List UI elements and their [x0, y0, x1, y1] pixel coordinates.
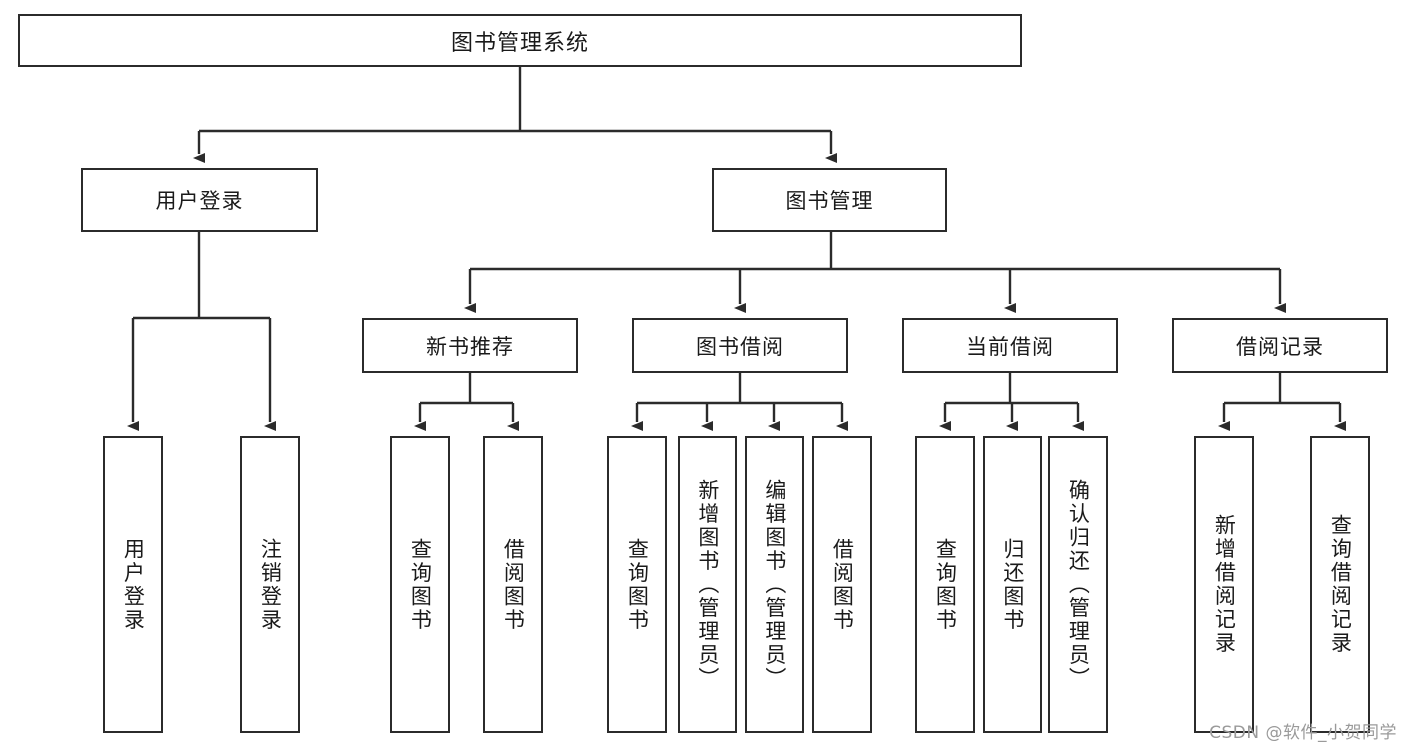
node-new-book-rec-label: 新书推荐 [426, 334, 514, 359]
node-book-manage[interactable]: 图书管理 [712, 168, 947, 232]
node-leaf-query-book-1-label: 查询图书 [408, 537, 433, 632]
node-leaf-confirm-return[interactable]: 确认归还（管理员） [1048, 436, 1108, 733]
node-leaf-return-book[interactable]: 归还图书 [983, 436, 1042, 733]
node-book-manage-label: 图书管理 [785, 189, 874, 213]
node-leaf-query-book-2[interactable]: 查询图书 [607, 436, 667, 733]
node-leaf-borrow-book-1[interactable]: 借阅图书 [483, 436, 543, 733]
node-user-login[interactable]: 用户登录 [81, 168, 318, 232]
node-new-book-rec[interactable]: 新书推荐 [362, 318, 578, 373]
node-leaf-user-login-label: 用户登录 [121, 537, 146, 632]
node-leaf-edit-book[interactable]: 编辑图书（管理员） [745, 436, 804, 733]
node-current-borrow[interactable]: 当前借阅 [902, 318, 1118, 373]
node-leaf-confirm-return-label: 确认归还（管理员） [1066, 478, 1091, 691]
node-user-login-label: 用户登录 [155, 189, 244, 213]
watermark: CSDN @软件_小贺同学 [1209, 723, 1397, 743]
node-leaf-user-logout-label: 注销登录 [258, 537, 283, 632]
node-leaf-query-record[interactable]: 查询借阅记录 [1310, 436, 1370, 733]
node-current-borrow-label: 当前借阅 [966, 334, 1054, 359]
node-leaf-edit-book-label: 编辑图书（管理员） [762, 478, 787, 691]
node-leaf-query-book-3[interactable]: 查询图书 [915, 436, 975, 733]
node-leaf-add-book-label: 新增图书（管理员） [695, 478, 720, 691]
node-book-borrow[interactable]: 图书借阅 [632, 318, 848, 373]
node-leaf-query-book-2-label: 查询图书 [625, 537, 650, 632]
node-borrow-record-label: 借阅记录 [1236, 334, 1324, 359]
node-leaf-query-book-1[interactable]: 查询图书 [390, 436, 450, 733]
node-borrow-record[interactable]: 借阅记录 [1172, 318, 1388, 373]
node-leaf-add-book[interactable]: 新增图书（管理员） [678, 436, 737, 733]
node-leaf-query-record-label: 查询借阅记录 [1328, 514, 1353, 655]
node-leaf-user-login[interactable]: 用户登录 [103, 436, 163, 733]
node-leaf-user-logout[interactable]: 注销登录 [240, 436, 300, 733]
node-leaf-add-record[interactable]: 新增借阅记录 [1194, 436, 1254, 733]
node-leaf-borrow-book-2-label: 借阅图书 [830, 537, 855, 632]
node-leaf-add-record-label: 新增借阅记录 [1212, 514, 1237, 655]
node-leaf-query-book-3-label: 查询图书 [933, 537, 958, 632]
node-leaf-borrow-book-1-label: 借阅图书 [501, 537, 526, 632]
node-leaf-borrow-book-2[interactable]: 借阅图书 [812, 436, 872, 733]
node-book-borrow-label: 图书借阅 [696, 334, 784, 359]
node-root[interactable]: 图书管理系统 [18, 14, 1022, 67]
node-root-label: 图书管理系统 [450, 30, 589, 56]
node-leaf-return-book-label: 归还图书 [1000, 537, 1025, 632]
